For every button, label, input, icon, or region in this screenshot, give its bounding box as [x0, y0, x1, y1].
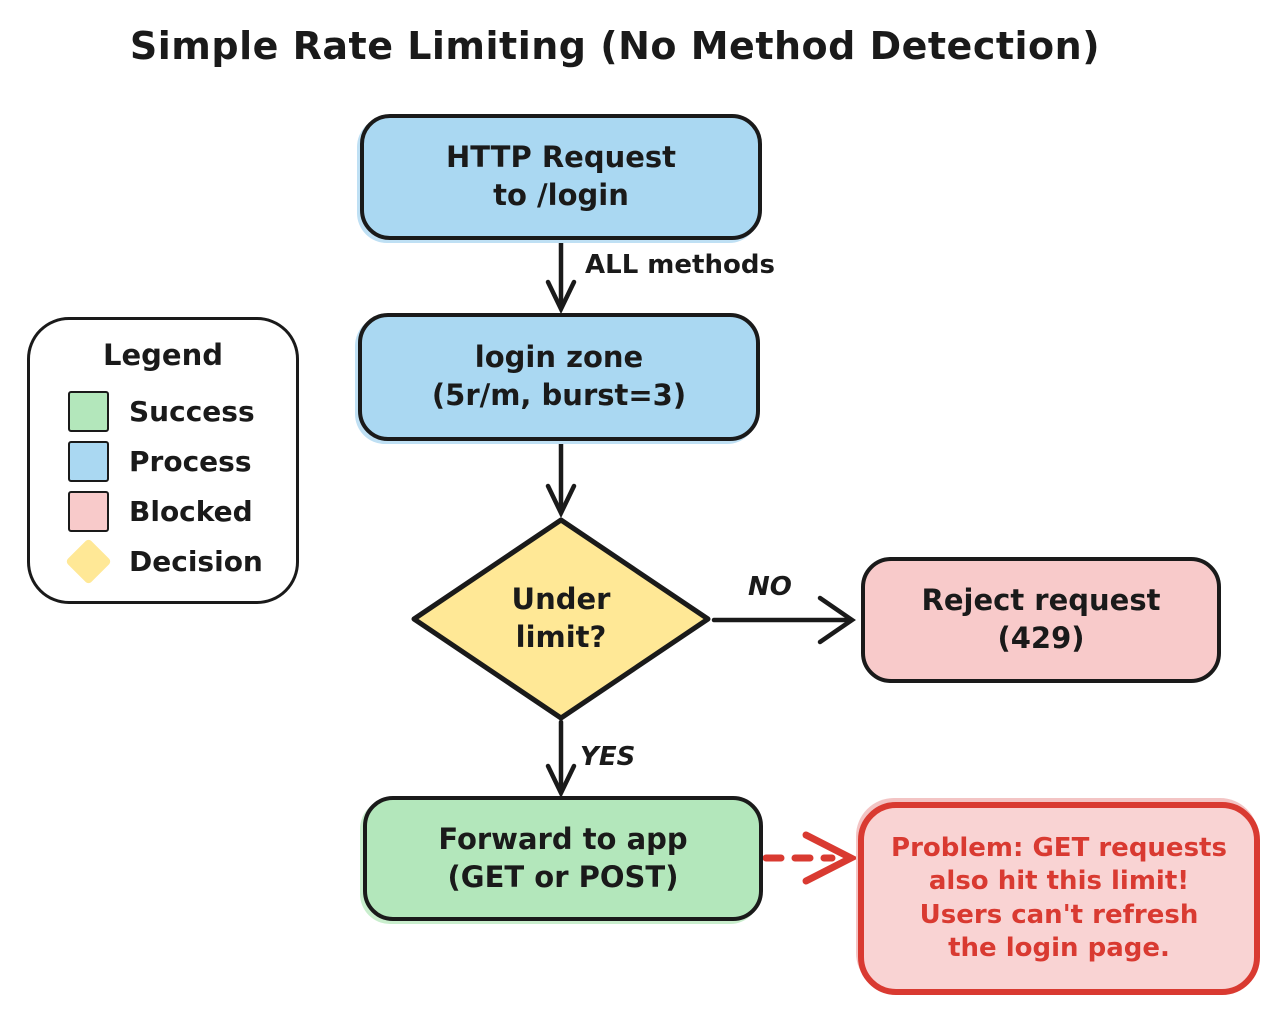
- node-http-request[interactable]: HTTP Request to /login: [360, 114, 762, 240]
- edge-label-no: NO: [748, 572, 792, 602]
- legend-title: Legend: [103, 338, 223, 372]
- node-problem-note[interactable]: Problem: GET requests also hit this limi…: [858, 802, 1260, 995]
- node-login-zone-line2: (5r/m, burst=3): [431, 378, 687, 412]
- decision-diamond-shape: [411, 517, 711, 721]
- node-under-limit[interactable]: Under limit?: [408, 515, 714, 723]
- problem-note-line3: Users can't refresh: [919, 899, 1199, 930]
- legend-label-decision: Decision: [129, 544, 263, 578]
- legend: Legend Success Process Blocked Decision: [27, 317, 299, 604]
- node-login-zone-line1: login zone: [474, 340, 644, 375]
- legend-label-process: Process: [129, 444, 252, 478]
- node-under-limit-line2: limit?: [515, 620, 607, 654]
- node-forward-to-app[interactable]: Forward to app (GET or POST): [363, 796, 763, 921]
- edge-request-to-zone: [545, 238, 577, 315]
- legend-label-success: Success: [129, 394, 255, 428]
- edge-label-all-methods: ALL methods: [585, 250, 775, 280]
- node-http-request-line1: HTTP Request: [445, 140, 677, 175]
- success-swatch: [68, 390, 109, 432]
- node-reject-request-line1: Reject request: [921, 583, 1161, 618]
- edge-decision-to-reject: [711, 595, 856, 645]
- problem-note-line1: Problem: GET requests: [891, 832, 1227, 863]
- node-login-zone[interactable]: login zone (5r/m, burst=3): [358, 313, 760, 441]
- legend-label-blocked: Blocked: [129, 494, 253, 528]
- node-forward-to-app-line1: Forward to app: [438, 821, 688, 856]
- legend-item-success: Success: [30, 386, 296, 436]
- legend-item-process: Process: [30, 436, 296, 486]
- edge-zone-to-decision: [545, 439, 577, 519]
- edge-label-yes: YES: [580, 742, 636, 772]
- node-reject-request-line2: (429): [997, 621, 1085, 655]
- process-swatch: [68, 440, 109, 482]
- node-under-limit-line1: Under: [511, 582, 611, 617]
- node-reject-request[interactable]: Reject request (429): [861, 557, 1221, 683]
- node-forward-to-app-line2: (GET or POST): [447, 859, 679, 894]
- blocked-swatch: [68, 490, 109, 532]
- problem-note-line2: also hit this limit!: [928, 866, 1190, 897]
- decision-swatch: [65, 537, 112, 585]
- diagram-title: Simple Rate Limiting (No Method Detectio…: [129, 24, 1101, 68]
- legend-item-decision: Decision: [30, 536, 296, 586]
- edge-decision-to-forward: [545, 719, 577, 799]
- legend-item-blocked: Blocked: [30, 486, 296, 536]
- node-http-request-line2: to /login: [493, 178, 629, 212]
- edge-forward-to-problem: [762, 831, 859, 885]
- problem-note-line4: the login page.: [948, 932, 1170, 963]
- node-under-limit-text: Under limit?: [408, 515, 714, 723]
